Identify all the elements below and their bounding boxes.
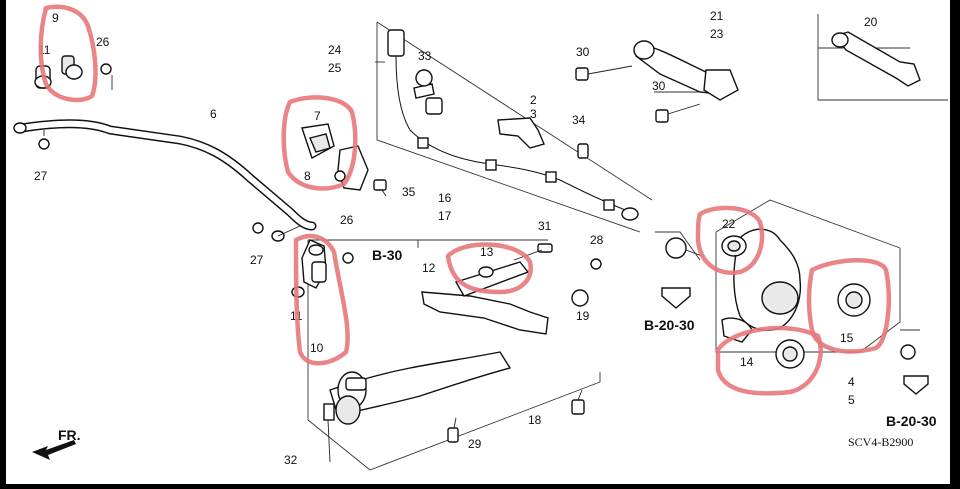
label-23: 23 bbox=[710, 27, 724, 41]
label-21: 21 bbox=[710, 9, 724, 23]
label-12: 12 bbox=[422, 261, 436, 275]
label-26-upper: 26 bbox=[96, 35, 110, 49]
label-2: 2 bbox=[530, 93, 537, 107]
label-31: 31 bbox=[538, 219, 552, 233]
ref-b-20-30-left: B-20-30 bbox=[644, 317, 695, 333]
label-6: 6 bbox=[210, 107, 217, 121]
highlight-10-11 bbox=[293, 233, 350, 366]
label-9: 9 bbox=[52, 11, 59, 25]
label-28: 28 bbox=[590, 233, 604, 247]
sensor-brackets bbox=[415, 69, 589, 159]
highlight-marks bbox=[38, 4, 892, 396]
ref-b-30: B-30 bbox=[372, 247, 403, 263]
label-10: 10 bbox=[310, 341, 324, 355]
lower-arm bbox=[323, 243, 602, 463]
front-label: FR. bbox=[58, 427, 81, 443]
label-19: 19 bbox=[576, 309, 590, 323]
reference-labels: B-30 B-20-30 B-20-30 SCV4-B2900 FR. bbox=[58, 247, 937, 449]
label-25: 25 bbox=[328, 61, 342, 75]
paper bbox=[6, 0, 950, 484]
label-29: 29 bbox=[468, 437, 482, 451]
label-22: 22 bbox=[722, 217, 736, 231]
label-34: 34 bbox=[572, 113, 586, 127]
highlight-14 bbox=[715, 325, 823, 396]
label-24: 24 bbox=[328, 43, 342, 57]
label-8: 8 bbox=[304, 169, 311, 183]
label-33: 33 bbox=[418, 49, 432, 63]
label-14: 14 bbox=[740, 355, 754, 369]
ref-b-20-30-right: B-20-30 bbox=[886, 413, 937, 429]
highlight-22 bbox=[695, 205, 765, 275]
label-27-upper: 27 bbox=[34, 169, 48, 183]
label-32: 32 bbox=[284, 453, 298, 467]
label-3: 3 bbox=[530, 107, 537, 121]
label-35: 35 bbox=[402, 185, 416, 199]
upper-arms bbox=[575, 31, 921, 123]
label-30-lower: 30 bbox=[652, 79, 666, 93]
label-27-lower: 27 bbox=[250, 253, 264, 267]
highlight-9-11 bbox=[38, 4, 98, 103]
label-17: 17 bbox=[438, 209, 452, 223]
abs-sensor-wire bbox=[387, 29, 639, 221]
label-4: 4 bbox=[848, 375, 855, 389]
highlight-13 bbox=[445, 242, 533, 295]
front-arrow-icon bbox=[32, 440, 76, 460]
knuckle-assembly bbox=[665, 228, 916, 369]
reference-arrows bbox=[32, 287, 929, 460]
label-20: 20 bbox=[864, 15, 878, 29]
label-30-upper: 30 bbox=[576, 45, 590, 59]
label-18: 18 bbox=[528, 413, 542, 427]
label-5: 5 bbox=[848, 393, 855, 407]
label-13: 13 bbox=[480, 245, 494, 259]
diagram-code: SCV4-B2900 bbox=[848, 435, 913, 449]
label-26-lower: 26 bbox=[340, 213, 354, 227]
link-set-lower bbox=[252, 222, 354, 298]
label-7: 7 bbox=[314, 109, 321, 123]
label-15: 15 bbox=[840, 331, 854, 345]
highlight-15 bbox=[806, 258, 892, 354]
highlight-7-8 bbox=[281, 95, 358, 191]
label-16: 16 bbox=[438, 191, 452, 205]
stabilizer-bar bbox=[13, 119, 317, 242]
